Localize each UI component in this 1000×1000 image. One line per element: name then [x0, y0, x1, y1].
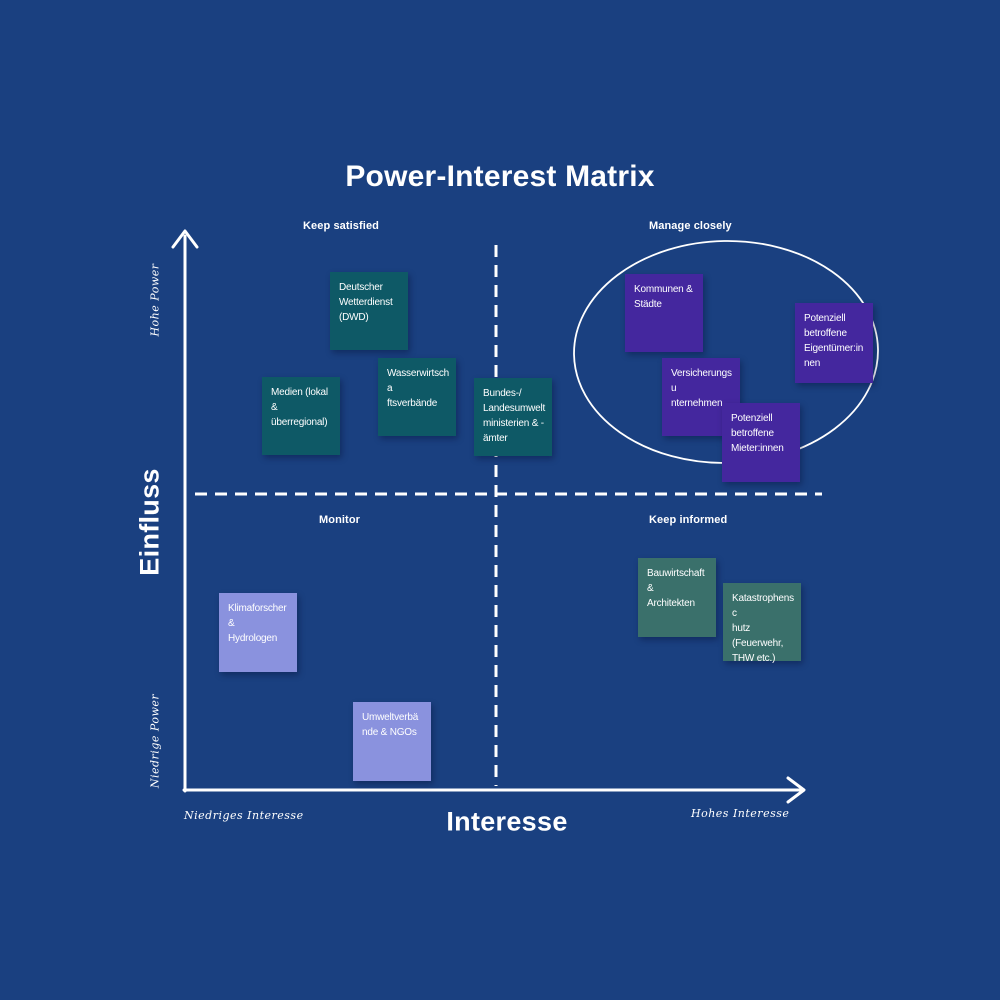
x-axis-high-label: Hohes Interesse [691, 807, 790, 820]
page-title: Power-Interest Matrix [345, 160, 655, 193]
y-axis-low-label: Niedrige Power [148, 693, 162, 789]
sticky-note-medien[interactable]: Medien (lokal & überregional) [262, 377, 340, 455]
quadrant-label-manage-closely: Manage closely [649, 220, 732, 232]
sticky-note-wasserwirtschaftsverbaende[interactable]: Wasserwirtscha ftsverbände [378, 358, 456, 436]
x-axis-title: Interesse [446, 806, 568, 837]
y-axis-title: Einfluss [134, 468, 165, 576]
y-axis-arrowhead-icon [171, 229, 199, 249]
quadrant-label-monitor: Monitor [319, 514, 361, 526]
sticky-note-eigentuemer[interactable]: Potenziell betroffene Eigentümer:in nen [795, 303, 873, 383]
quadrant-label-keep-informed: Keep informed [649, 514, 728, 526]
sticky-note-katastrophenschutz[interactable]: Katastrophensc hutz (Feuerwehr, THW etc.… [723, 583, 801, 664]
x-axis-arrowhead-icon [786, 776, 806, 804]
sticky-note-bauwirtschaft-architekten[interactable]: Bauwirtschaft & Architekten [638, 558, 716, 637]
sticky-note-klimaforscher-hydrologen[interactable]: Klimaforscher & Hydrologen [219, 593, 297, 672]
sticky-note-bundes-landesumweltministerien[interactable]: Bundes-/ Landesumwelt ministerien & - äm… [474, 378, 552, 456]
sticky-note-mieter[interactable]: Potenziell betroffene Mieter:innen [722, 403, 800, 482]
y-axis-high-label: Hohe Power [148, 263, 162, 337]
quadrant-label-keep-satisfied: Keep satisfied [303, 220, 379, 232]
x-axis-low-label: Niedriges Interesse [184, 809, 304, 822]
sticky-note-kommunen-staedte[interactable]: Kommunen & Städte [625, 274, 703, 352]
sticky-note-deutscher-wetterdienst[interactable]: Deutscher Wetterdienst (DWD) [330, 272, 408, 350]
sticky-note-umweltverbaende-ngos[interactable]: Umweltverbä nde & NGOs [353, 702, 431, 781]
